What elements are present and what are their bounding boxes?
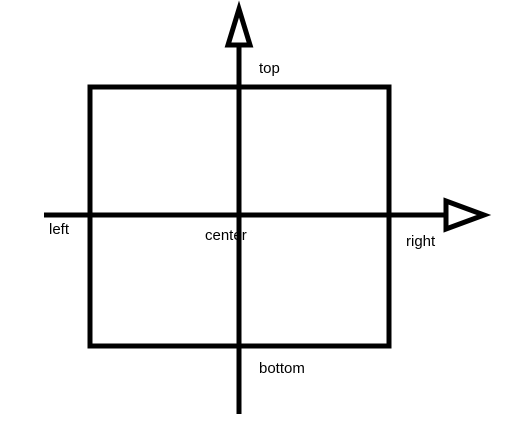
left-label: left bbox=[49, 221, 70, 238]
up-arrowhead-icon bbox=[224, 0, 254, 48]
bottom-label: bottom bbox=[259, 360, 305, 377]
right-arrowhead-icon bbox=[443, 197, 492, 233]
top-label: top bbox=[259, 60, 280, 77]
center-label: center bbox=[205, 227, 247, 244]
right-label: right bbox=[406, 233, 436, 250]
